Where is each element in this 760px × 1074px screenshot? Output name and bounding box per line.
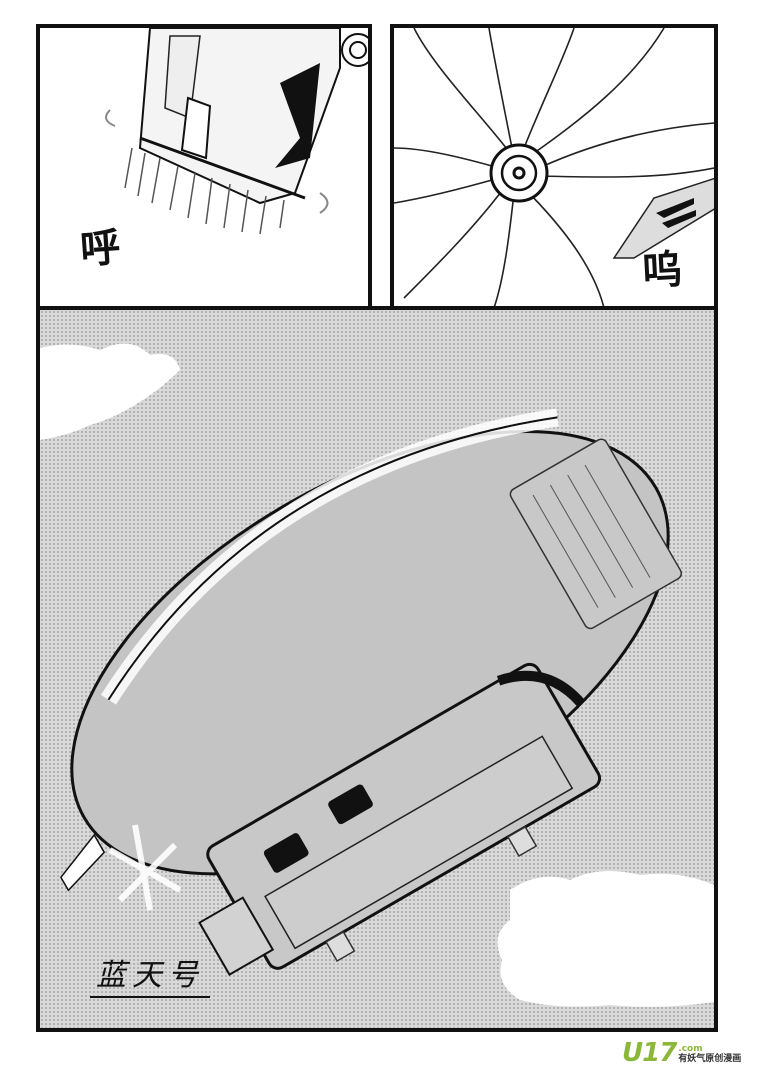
airship-name-caption: 蓝天号 <box>90 950 210 998</box>
u17-logo: U17 <box>622 1038 677 1068</box>
panel-propeller: 呜 <box>390 24 718 310</box>
u17-watermark: U17 .com 有妖气原创漫画 <box>622 1038 742 1068</box>
watermark-domain: .com <box>678 1044 703 1054</box>
cloud-top-left <box>40 343 180 440</box>
gondola-illustration <box>105 28 368 235</box>
sound-effect-wu: 呜 <box>640 245 684 296</box>
sound-effect-hu: 呼 <box>78 223 122 274</box>
panel-gondola-closeup: 呼 <box>36 24 372 310</box>
watermark-tagline: 有妖气原创漫画 <box>678 1054 742 1064</box>
propeller-illustration <box>394 28 714 306</box>
panel-airship-sky: 蓝天号 <box>36 306 718 1032</box>
airship-scene <box>40 343 714 1007</box>
gondola <box>198 662 602 977</box>
cloud-bottom-right <box>497 871 714 1007</box>
rear-propeller <box>108 824 182 911</box>
